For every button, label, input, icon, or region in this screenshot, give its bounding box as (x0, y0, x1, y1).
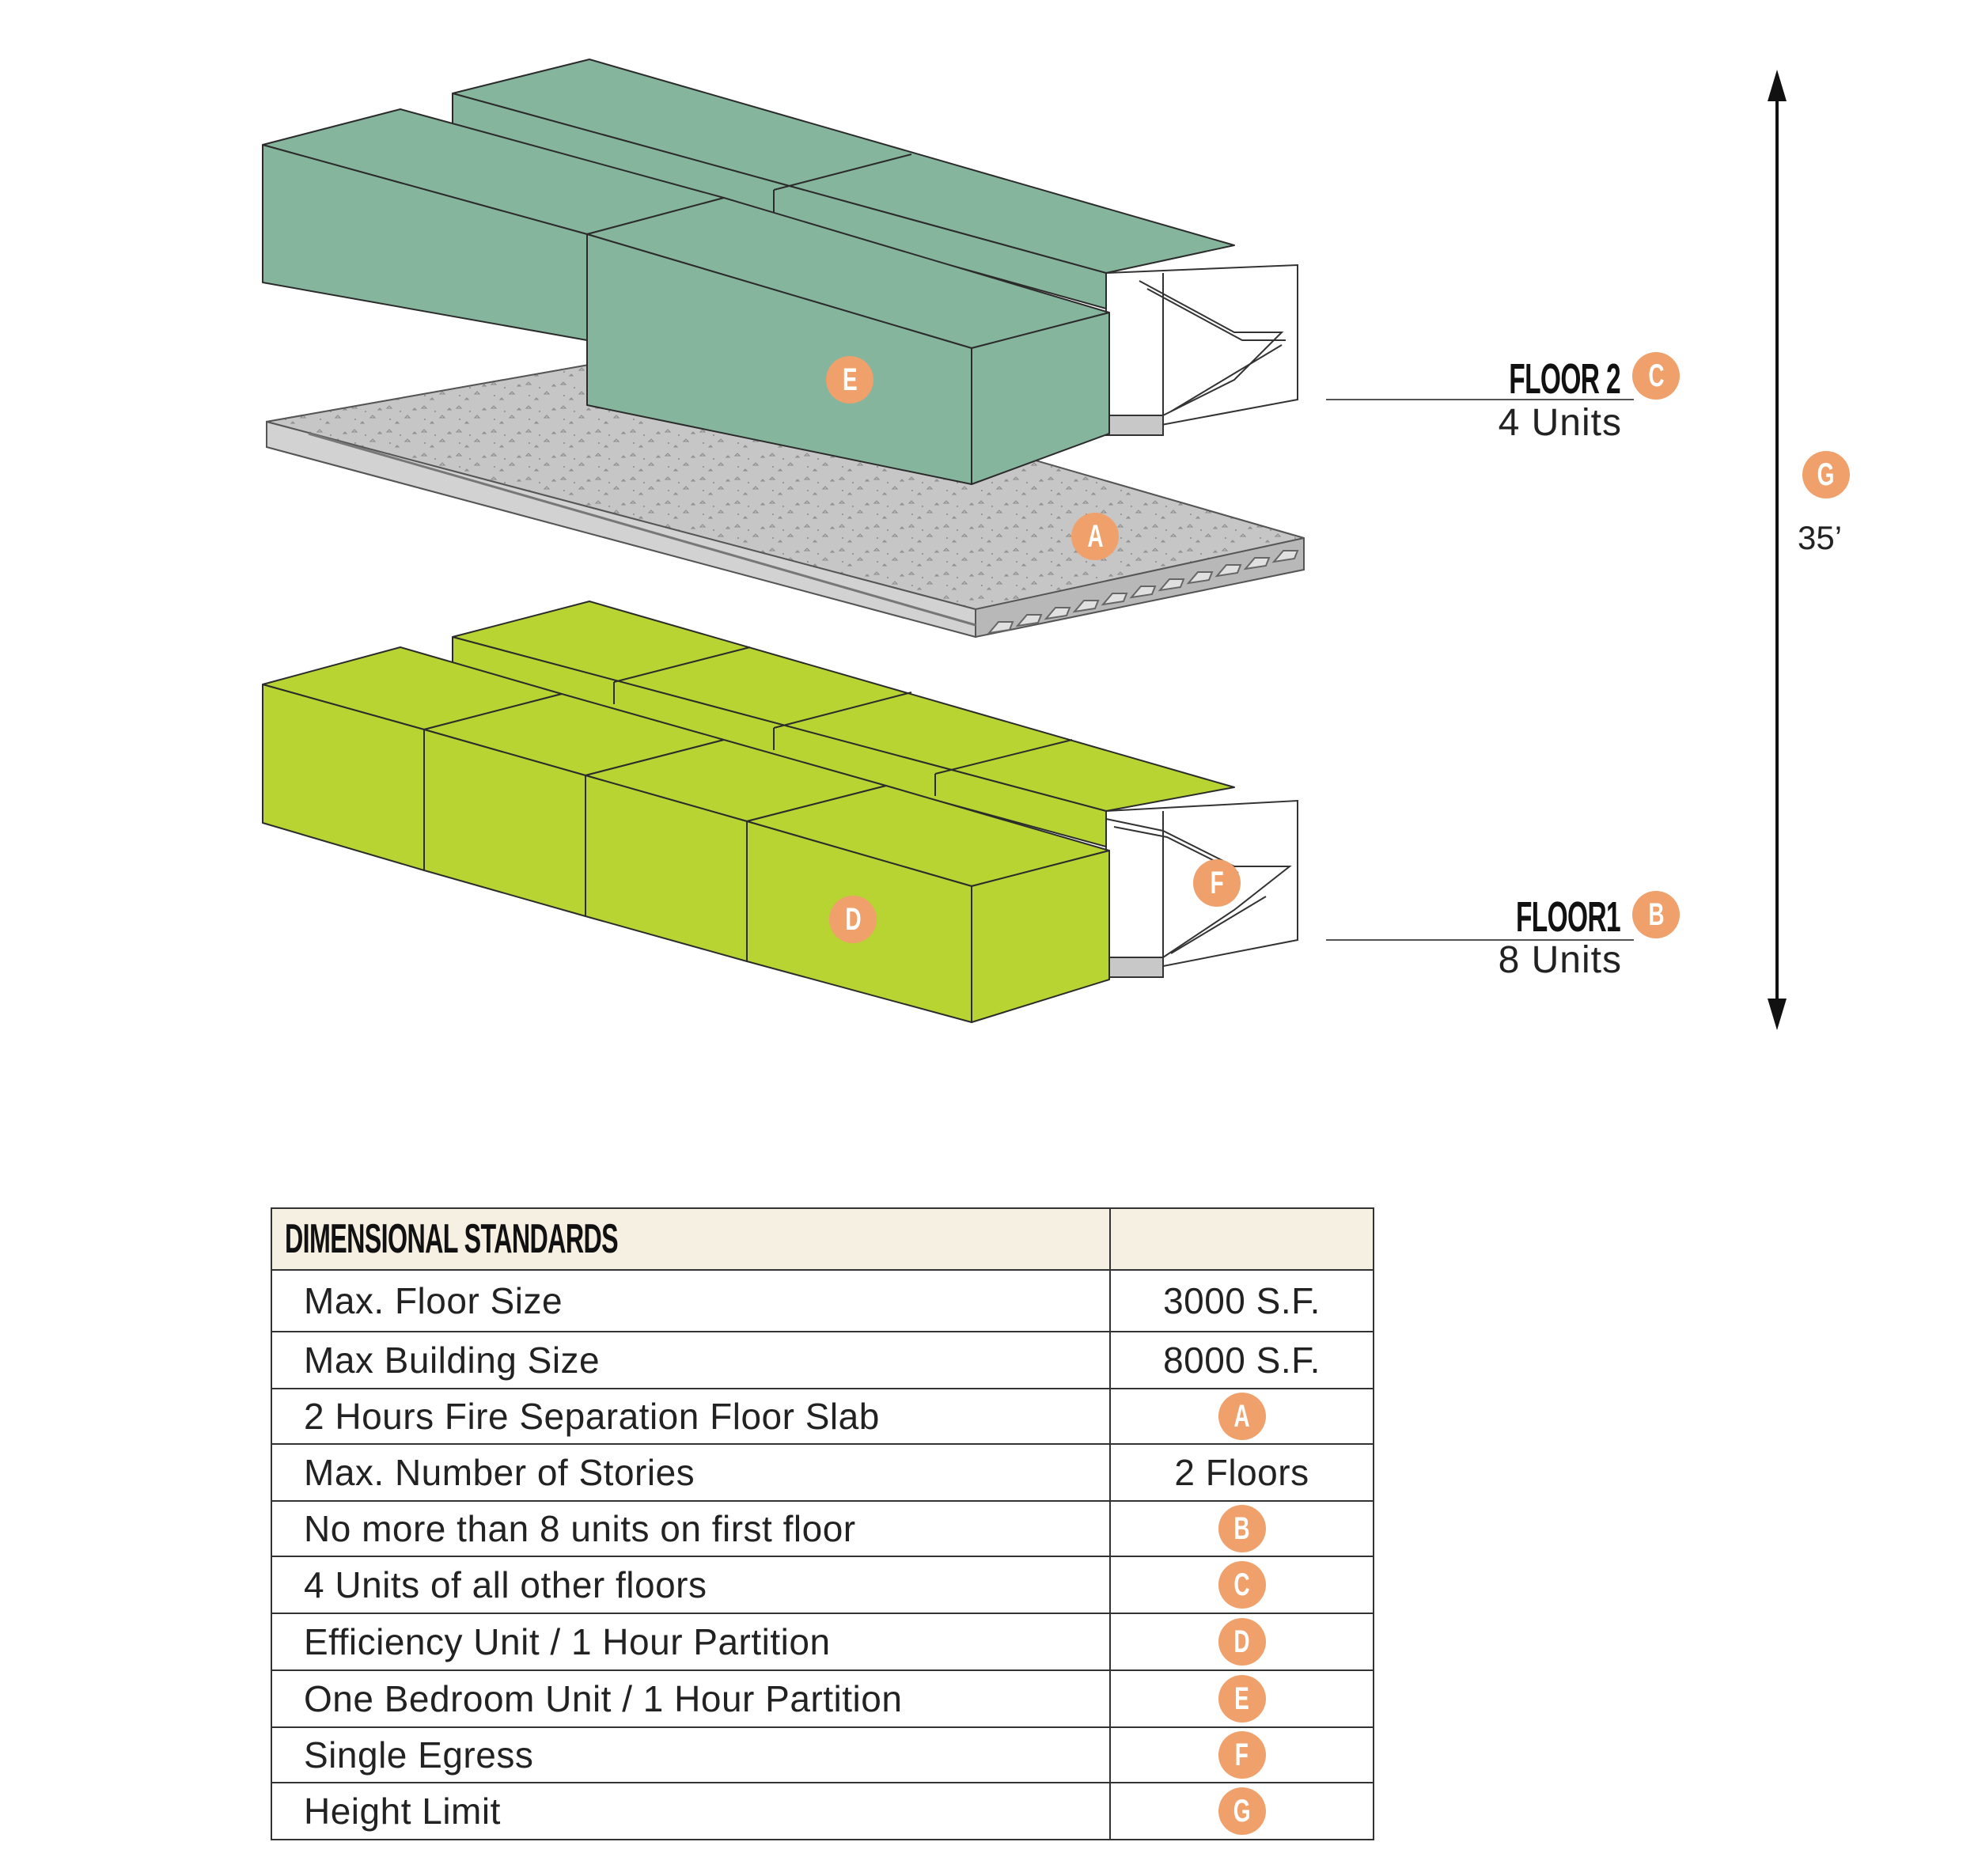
standard-badge-cell: G (1109, 1782, 1374, 1840)
standard-badge-cell: F (1109, 1726, 1374, 1783)
floor-slab (266, 351, 1305, 639)
standard-label: Height Limit (271, 1782, 1111, 1840)
table-row: 4 Units of all other floors C (271, 1556, 1374, 1614)
table-header-row: DIMENSIONAL STANDARDS (271, 1207, 1374, 1271)
upper-stair-enclosure (1105, 263, 1298, 437)
badge-e: E (1218, 1675, 1266, 1723)
standard-badge-cell: E (1109, 1669, 1374, 1728)
slab-rib (1271, 550, 1299, 563)
standard-badge-cell: B (1109, 1500, 1374, 1557)
badge-f-single-egress: F (1193, 859, 1241, 907)
badge-a: A (1218, 1393, 1266, 1441)
standard-value: 8000 S.F. (1109, 1331, 1374, 1389)
building-diagram (262, 59, 1787, 1030)
standard-value: 2 Floors (1109, 1443, 1374, 1502)
table-row: 2 Hours Fire Separation Floor Slab A (271, 1388, 1374, 1445)
badge-d-efficiency-units: D (829, 896, 877, 943)
floor-1-title: FLOOR1 (1515, 893, 1621, 941)
floor-2-units: 4 Units (1498, 402, 1622, 444)
height-label: 35’ (1798, 519, 1843, 556)
badge-c: C (1218, 1561, 1266, 1609)
slab-rib (1129, 586, 1157, 599)
badge-e-one-bedroom-units: E (826, 356, 873, 404)
floor-1-units: 8 Units (1498, 939, 1622, 981)
efficiency-units (262, 601, 1235, 1023)
table-row: Single Egress F (271, 1726, 1374, 1783)
slab-rib (1101, 593, 1128, 606)
slab-rib (1243, 557, 1271, 570)
badge-a-floor-slab: A (1071, 513, 1119, 560)
floor-1-badge: B (1632, 891, 1680, 938)
slab-rib (987, 621, 1014, 635)
floor-2-badge: C (1632, 352, 1680, 400)
badge-b: B (1218, 1505, 1266, 1553)
one-bedroom-units (262, 59, 1235, 485)
slab-rib (1072, 600, 1100, 613)
slab-rib (1044, 607, 1071, 620)
floor-2-title: FLOOR 2 (1509, 355, 1620, 403)
table-row: No more than 8 units on first floor B (271, 1500, 1374, 1557)
standard-label: No more than 8 units on first floor (271, 1500, 1111, 1557)
table-row: Height Limit G (271, 1782, 1374, 1840)
table-row: One Bedroom Unit / 1 Hour Partition E (271, 1669, 1374, 1728)
slab-rib (1158, 578, 1185, 592)
table-title: DIMENSIONAL STANDARDS (285, 1216, 619, 1262)
standard-label: Max. Number of Stories (271, 1443, 1111, 1502)
slab-rib (1186, 571, 1214, 585)
badge-f: F (1218, 1731, 1266, 1779)
standard-badge-cell: C (1109, 1556, 1374, 1614)
table-row: Efficiency Unit / 1 Hour Partition D (271, 1613, 1374, 1671)
slab-rib (1214, 564, 1242, 578)
standard-label: Single Egress (271, 1726, 1111, 1783)
badge-g: G (1218, 1787, 1266, 1836)
standard-label: Efficiency Unit / 1 Hour Partition (271, 1613, 1111, 1671)
table-title-cell: DIMENSIONAL STANDARDS (271, 1207, 1111, 1271)
table-header-empty-cell (1109, 1207, 1374, 1271)
standard-label: 4 Units of all other floors (271, 1556, 1111, 1614)
standard-label: Max. Floor Size (271, 1269, 1111, 1332)
height-badge: G (1802, 451, 1850, 498)
standard-badge-cell: A (1109, 1388, 1374, 1445)
height-dimension-arrow (1768, 70, 1787, 1030)
standard-badge-cell: D (1109, 1613, 1374, 1671)
standard-label: One Bedroom Unit / 1 Hour Partition (271, 1669, 1111, 1728)
standard-value: 3000 S.F. (1109, 1269, 1374, 1332)
badge-d: D (1218, 1618, 1266, 1666)
standard-label: 2 Hours Fire Separation Floor Slab (271, 1388, 1111, 1445)
standard-label: Max Building Size (271, 1331, 1111, 1389)
slab-rib (1015, 614, 1043, 627)
